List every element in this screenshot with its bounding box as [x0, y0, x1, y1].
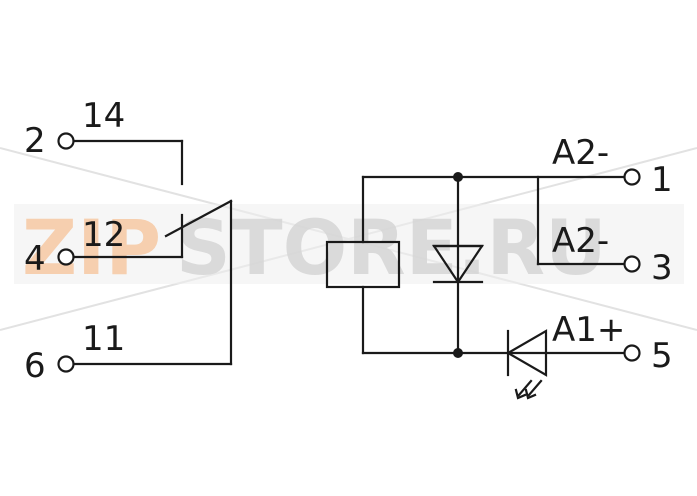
label-pin11: 11: [82, 319, 125, 359]
changeover-contact: 2 14 4 12 6 11: [24, 96, 233, 386]
led-indicator: [505, 329, 548, 400]
watermark-band: [14, 204, 684, 284]
label-pin4: 4: [24, 239, 46, 279]
junction-bottom: [453, 348, 463, 358]
watermark-text-store: STORE.RU: [176, 203, 607, 292]
label-pin14: 14: [82, 96, 125, 136]
terminal-pin2: [57, 132, 75, 150]
terminal-pin5: [623, 344, 641, 362]
label-pin6: 6: [24, 346, 46, 386]
led-ray: [527, 379, 543, 397]
label-pin12: 12: [82, 215, 125, 255]
label-pin5: 5: [651, 336, 673, 376]
terminal-pin6: [57, 355, 75, 373]
junction-top: [453, 172, 463, 182]
watermark: ZIP STORE.RU: [0, 147, 697, 331]
terminal-pin3: [623, 255, 641, 273]
led-triangle: [505, 329, 548, 377]
watermark-text-zip: ZIP: [22, 203, 161, 292]
label-a2-top: A2-: [552, 133, 609, 173]
label-pin2: 2: [24, 121, 46, 161]
label-a1-plus: A1+: [552, 310, 625, 350]
terminal-pin4: [57, 248, 75, 266]
coil-circuit: A2- 1 A2- 3 A1+ 5: [325, 133, 673, 400]
led-ray-arrow: [524, 388, 537, 400]
led-ray-arrow: [514, 388, 527, 400]
freewheel-diode: [431, 244, 485, 284]
label-pin1: 1: [651, 160, 673, 200]
terminal-pin1: [623, 168, 641, 186]
label-pin3: 3: [651, 248, 673, 288]
contact-blade: [164, 199, 233, 238]
led-ray: [517, 379, 533, 397]
label-a2-mid: A2-: [552, 221, 609, 261]
